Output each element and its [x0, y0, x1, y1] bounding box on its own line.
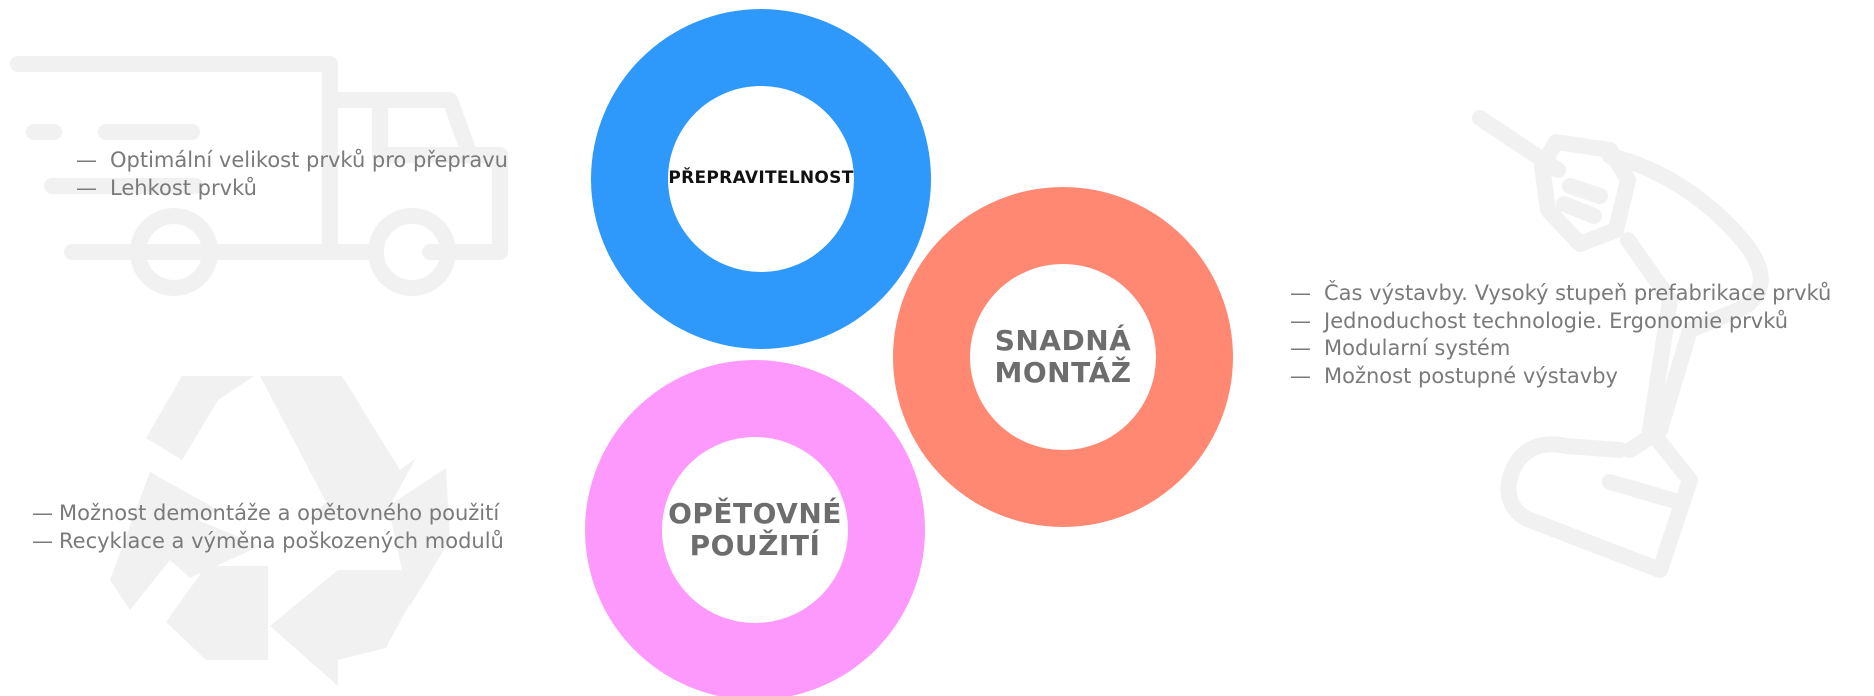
list-item: —Recyklace a výměna poškozených modulů	[32, 528, 504, 556]
bullet-dash: —	[76, 175, 97, 200]
list-item: — Lehkost prvků	[76, 175, 508, 203]
list-item-text: Modularní systém	[1324, 336, 1511, 360]
bullet-dash: —	[1290, 363, 1311, 388]
bullet-dash: —	[1290, 336, 1311, 360]
list-item: — Modularní systém	[1290, 335, 1831, 363]
transport-ring-center: PŘEPRAVITELNOST	[668, 86, 854, 272]
transport-label: PŘEPRAVITELNOST	[668, 168, 854, 189]
assembly-ring: SNADNÁ MONTÁŽ	[893, 187, 1233, 527]
list-item: — Možnost postupné výstavby	[1290, 363, 1831, 391]
list-item-text: Možnost postupné výstavby	[1324, 363, 1618, 388]
assembly-ring-center: SNADNÁ MONTÁŽ	[970, 264, 1156, 450]
list-item-text: Možnost demontáže a opětovného použití	[59, 501, 500, 525]
reuse-ring: OPĚTOVNÉ POUŽITÍ	[585, 360, 925, 696]
list-item-text: Čas výstavby. Vysoký stupeň prefabrikace…	[1324, 281, 1832, 305]
list-item: —Možnost demontáže a opětovného použití	[32, 500, 504, 528]
bullet-dash: —	[76, 148, 97, 172]
drill-icon	[1472, 110, 1769, 578]
reuse-ring-center: OPĚTOVNÉ POUŽITÍ	[662, 437, 848, 623]
truck-icon	[10, 56, 508, 296]
assembly-label: SNADNÁ MONTÁŽ	[994, 323, 1132, 389]
bullet-dash: —	[1290, 308, 1311, 333]
list-item-text: Lehkost prvků	[110, 175, 257, 200]
assembly-feature-list: — Čas výstavby. Vysoký stupeň prefabrikac…	[1290, 280, 1831, 390]
bullet-dash: —	[32, 501, 53, 525]
reuse-label: OPĚTOVNÉ POUŽITÍ	[668, 496, 842, 562]
list-item-text: Recyklace a výměna poškozených modulů	[59, 528, 504, 553]
list-item-text: Optimální velikost prvků pro přepravu	[110, 148, 508, 172]
list-item: — Čas výstavby. Vysoký stupeň prefabrikac…	[1290, 280, 1831, 308]
list-item: — Optimální velikost prvků pro přepravu	[76, 147, 508, 175]
reuse-feature-list: —Možnost demontáže a opětovného použití …	[32, 500, 504, 555]
transport-ring: PŘEPRAVITELNOST	[591, 9, 931, 349]
recycle-icon	[110, 376, 450, 686]
transport-feature-list: — Optimální velikost prvků pro přepravu —…	[76, 147, 508, 202]
list-item-text: Jednoduchost technologie. Ergonomie prvk…	[1324, 308, 1789, 333]
bullet-dash: —	[32, 528, 53, 553]
list-item: — Jednoduchost technologie. Ergonomie prv…	[1290, 308, 1831, 336]
bullet-dash: —	[1290, 281, 1311, 305]
